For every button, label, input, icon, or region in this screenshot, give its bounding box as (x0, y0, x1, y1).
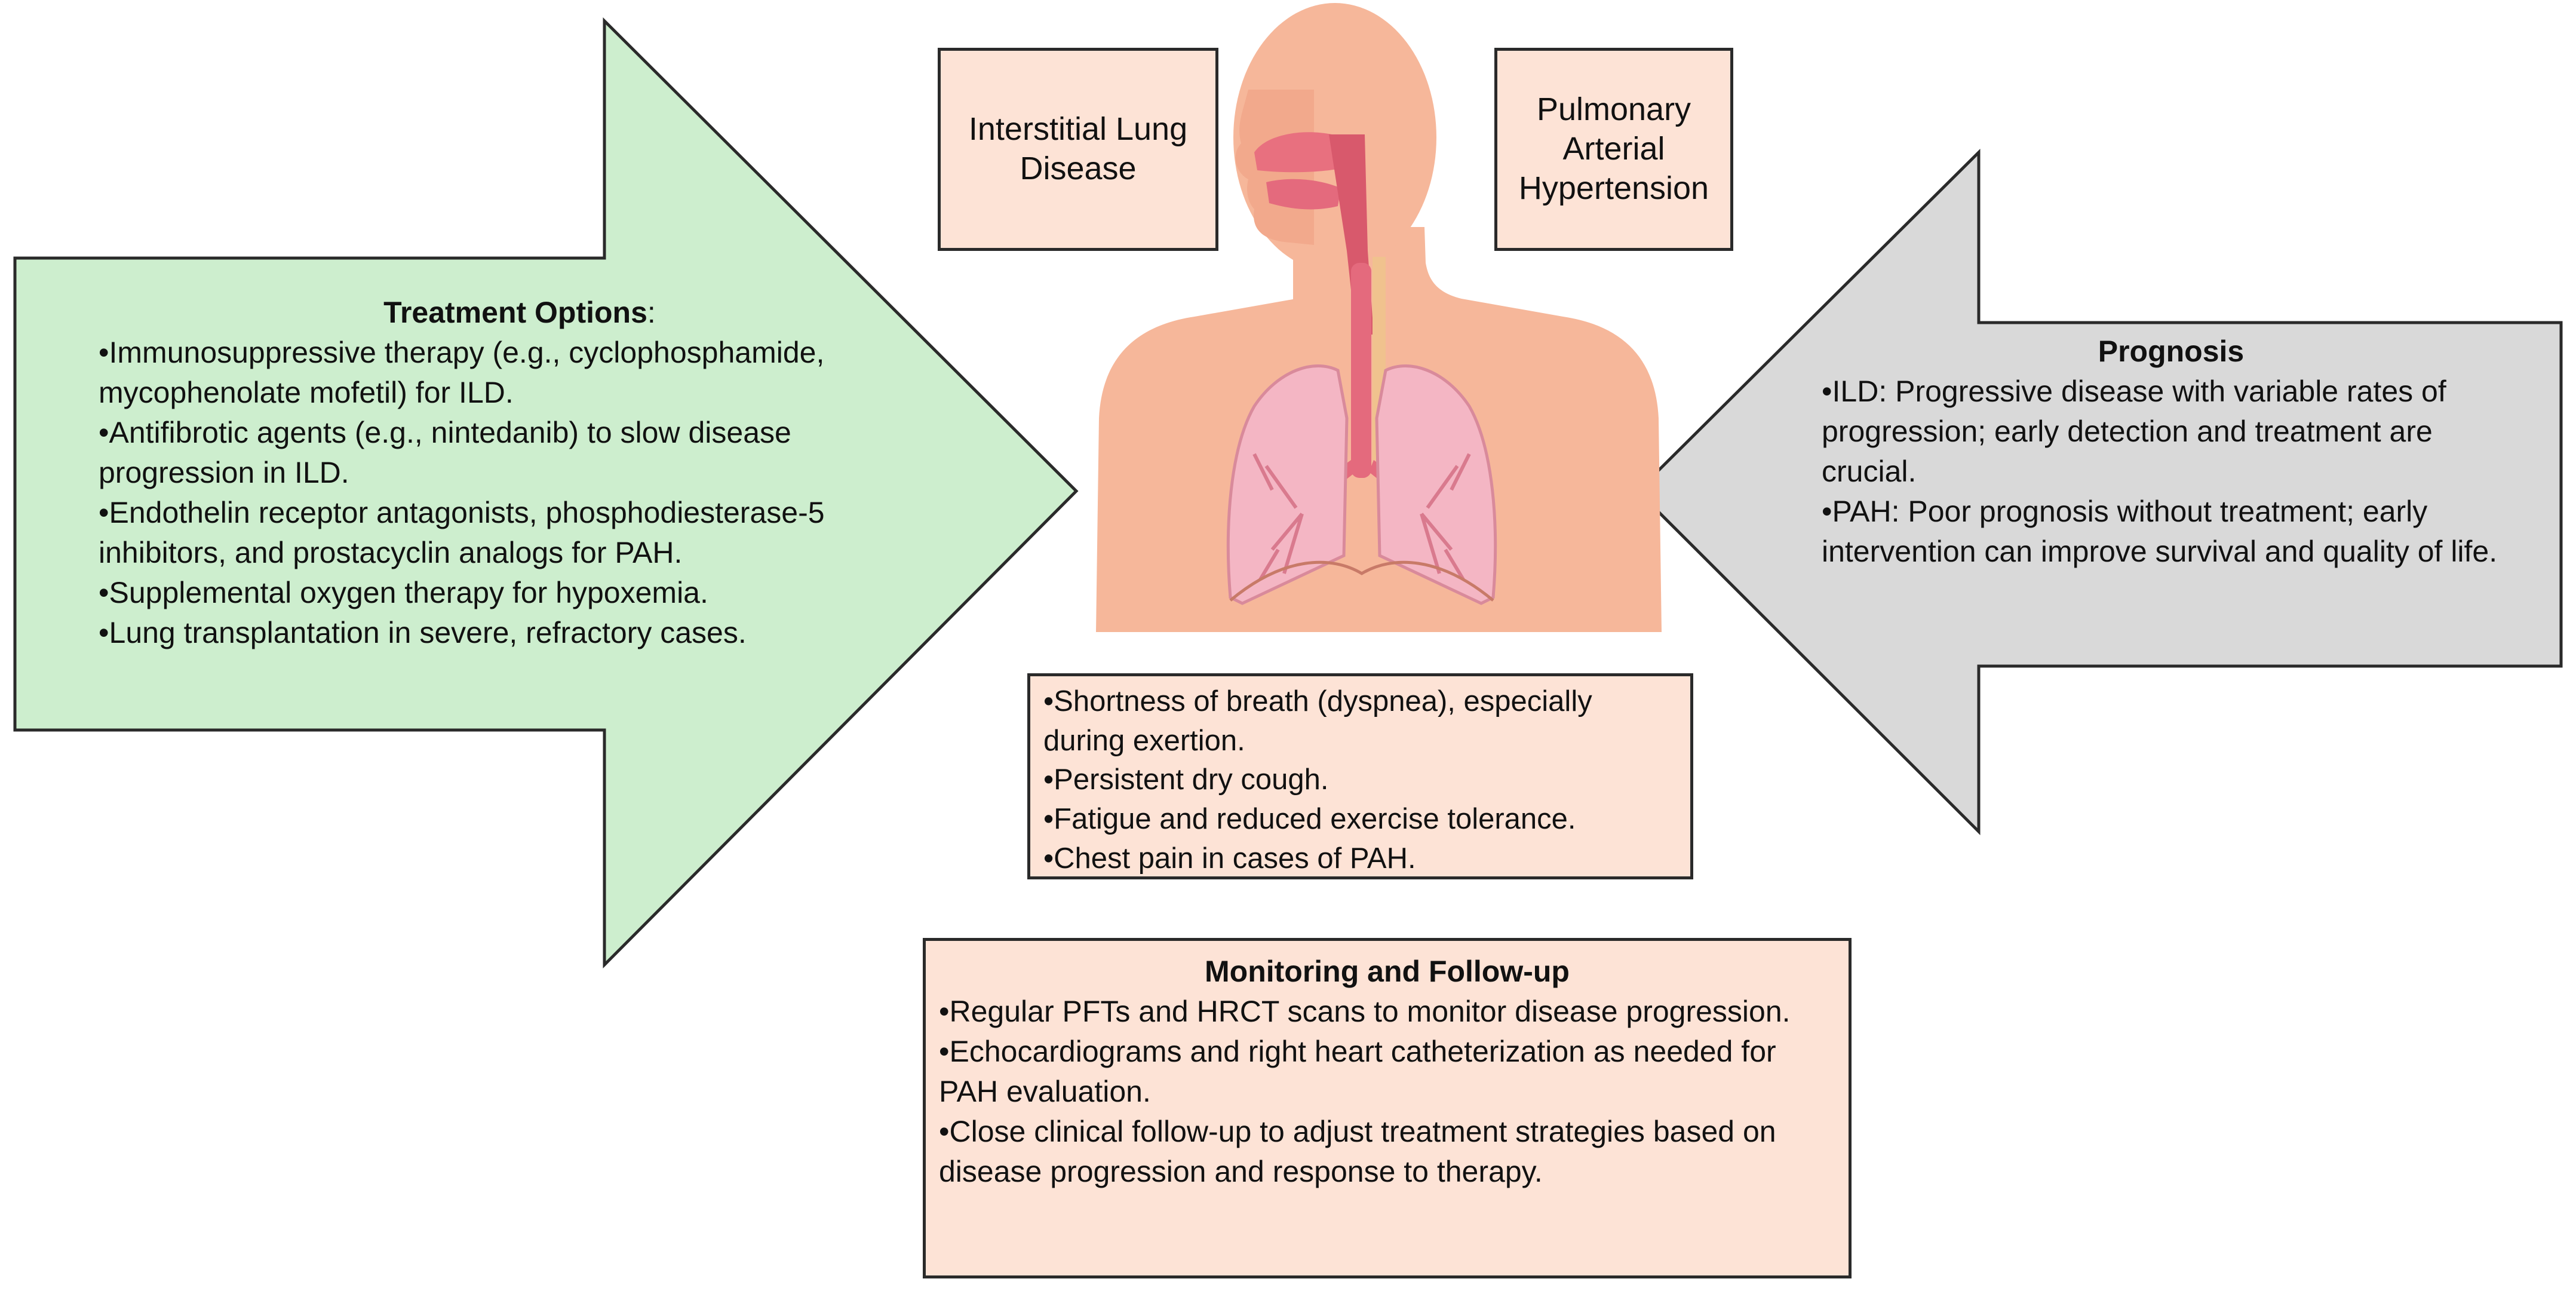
symptoms-box: •Shortness of breath (dyspnea), especial… (1027, 673, 1693, 879)
ild-label: Interstitial Lung Disease (968, 111, 1188, 186)
treatment-list: •Immunosuppressive therapy (e.g., cyclop… (99, 333, 941, 653)
symptom-item: •Persistent dry cough. (1043, 763, 1329, 796)
pah-label: Pulmonary Arterial Hypertension (1518, 91, 1709, 206)
treatment-heading-text: Treatment Options (383, 296, 647, 329)
monitoring-item: •Close clinical follow-up to adjust trea… (939, 1115, 1776, 1188)
treatment-item: •Immunosuppressive therapy (e.g., cyclop… (99, 336, 825, 409)
oral-cavity (1266, 179, 1341, 210)
ild-label-box: Interstitial Lung Disease (938, 48, 1218, 251)
left-lung (1375, 364, 1497, 605)
symptom-item: •Shortness of breath (dyspnea), especial… (1043, 685, 1592, 757)
respiratory-system-illustration (1096, 3, 1662, 632)
treatment-item: •Supplemental oxygen therapy for hypoxem… (99, 576, 708, 609)
treatment-arrow (13, 17, 1079, 969)
right-lung (1226, 364, 1349, 605)
monitoring-item: •Echocardiograms and right heart cathete… (939, 1035, 1776, 1108)
monitoring-item: •Regular PFTs and HRCT scans to monitor … (939, 995, 1791, 1028)
symptom-item: •Chest pain in cases of PAH. (1043, 842, 1416, 875)
nasal-cavity (1254, 132, 1350, 173)
treatment-item: •Lung transplantation in severe, refract… (99, 616, 747, 649)
monitoring-list: •Regular PFTs and HRCT scans to monitor … (939, 992, 1835, 1192)
treatment-item: •Antifibrotic agents (e.g., nintedanib) … (99, 416, 791, 489)
treatment-options-block: Treatment Options: •Immunosuppressive th… (99, 293, 941, 653)
prognosis-list: •ILD: Progressive disease with variable … (1822, 372, 2520, 572)
treatment-item: •Endothelin receptor antagonists, phosph… (99, 496, 825, 569)
prognosis-block: Prognosis •ILD: Progressive disease with… (1822, 332, 2520, 572)
monitoring-box: Monitoring and Follow-up •Regular PFTs a… (923, 938, 1852, 1278)
symptom-item: •Fatigue and reduced exercise tolerance. (1043, 802, 1576, 835)
trachea (1351, 263, 1371, 478)
monitoring-heading: Monitoring and Follow-up (1205, 955, 1570, 988)
prognosis-item: •PAH: Poor prognosis without treatment; … (1822, 495, 2498, 568)
treatment-heading-colon: : (647, 296, 656, 329)
prognosis-arrow (1635, 148, 2563, 836)
symptoms-list: •Shortness of breath (dyspnea), especial… (1043, 682, 1677, 878)
treatment-heading: Treatment Options: (99, 293, 941, 333)
pah-label-box: Pulmonary Arterial Hypertension (1494, 48, 1733, 251)
prognosis-item: •ILD: Progressive disease with variable … (1822, 375, 2446, 488)
bronchial-tree (1252, 453, 1471, 581)
diaphragm (1229, 560, 1494, 602)
prognosis-heading: Prognosis (2098, 335, 2245, 368)
